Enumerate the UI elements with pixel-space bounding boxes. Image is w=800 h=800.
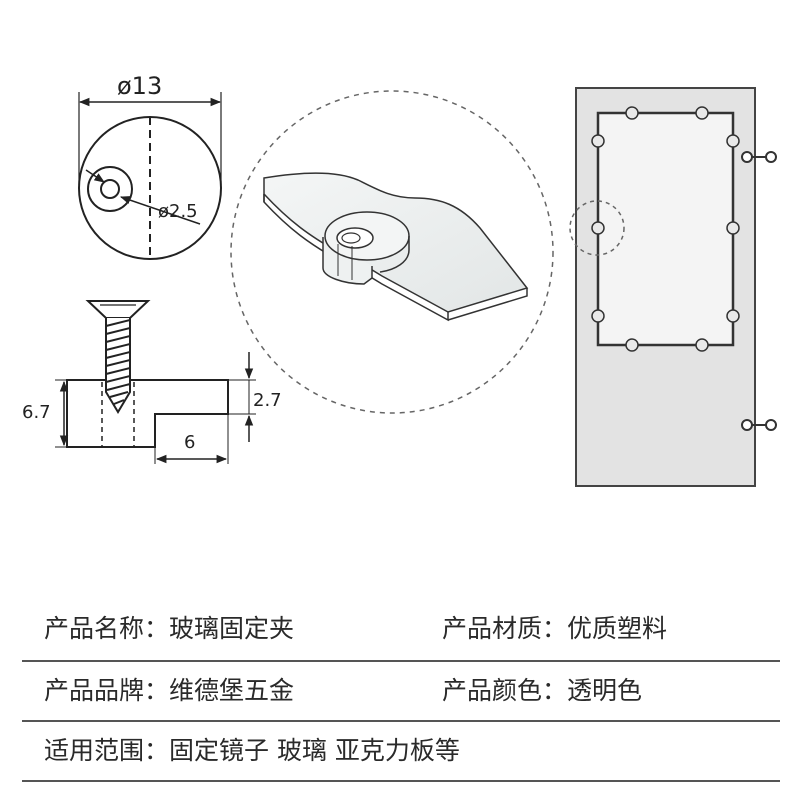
screw-icon — [85, 300, 151, 414]
spec-row-1: 产品名称：玻璃固定夹 产品材质：优质塑料 — [22, 598, 780, 662]
mirror-clips — [591, 106, 740, 352]
hinge-icon — [741, 151, 777, 431]
mirror-outline — [596, 111, 735, 347]
outer-diameter-label: ø13 — [117, 72, 162, 100]
spec-row-2: 产品品牌：维德堡五金 产品颜色：透明色 — [22, 662, 780, 722]
door-panel-view — [569, 87, 777, 487]
clip-top-view: ø13 ø2.5 — [78, 72, 222, 260]
hole-diameter-label: ø2.5 — [158, 201, 198, 222]
glass-clip-icon — [322, 211, 410, 285]
product-brand: 产品品牌：维德堡五金 — [44, 676, 295, 705]
detail-view — [230, 90, 554, 414]
clip-body-outline — [66, 379, 229, 448]
height-label: 6.7 — [22, 402, 51, 423]
technical-drawing: ø13 ø2.5 6.7 2.7 6 — [22, 72, 777, 487]
spec-table: 产品名称：玻璃固定夹 产品材质：优质塑料 产品品牌：维德堡五金 产品颜色：透明色… — [22, 598, 780, 782]
screw-hole-circle — [100, 179, 120, 199]
product-material: 产品材质：优质塑料 — [442, 614, 668, 643]
spec-row-3: 适用范围：固定镜子 玻璃 亚克力板等 — [22, 722, 780, 782]
product-usage: 适用范围：固定镜子 玻璃 亚克力板等 — [44, 736, 460, 765]
product-color: 产品颜色：透明色 — [442, 676, 643, 705]
countersink-circle — [87, 166, 133, 212]
product-name: 产品名称：玻璃固定夹 — [44, 614, 295, 643]
detail-circle — [230, 90, 554, 414]
slot-depth-label: 6 — [184, 432, 195, 453]
detail-marker-circle — [569, 200, 625, 256]
clip-side-view: 6.7 2.7 6 — [22, 300, 282, 464]
slot-height-label: 2.7 — [253, 390, 282, 411]
